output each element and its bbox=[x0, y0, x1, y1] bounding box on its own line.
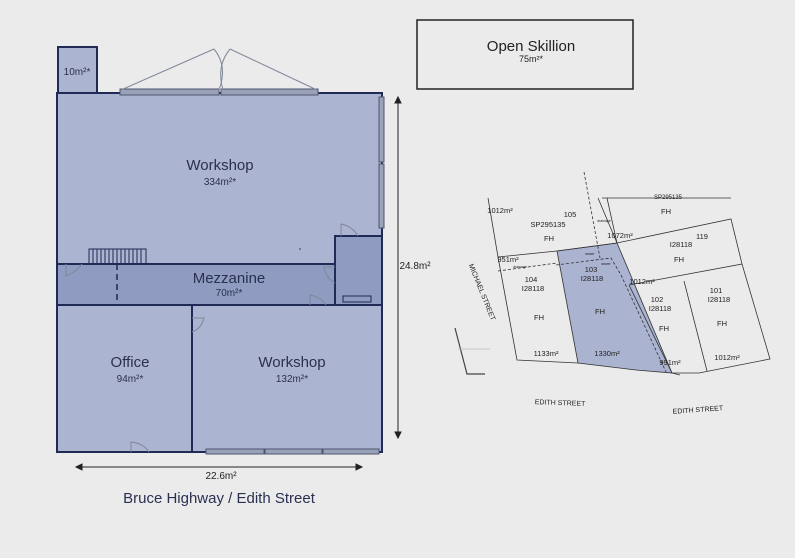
room-workshop-main bbox=[56, 92, 383, 265]
room-workshop-main-name: Workshop bbox=[186, 157, 253, 174]
lot-103-area: 1330m² bbox=[594, 349, 620, 358]
lot-105-tenure: FH bbox=[544, 234, 554, 243]
stairs bbox=[88, 248, 147, 265]
door-swings bbox=[65, 223, 359, 453]
skillion-area: 75m²* bbox=[519, 54, 544, 64]
lot-119-tenure: FH bbox=[674, 255, 684, 264]
lot-104-left-area: 951m² bbox=[497, 255, 519, 264]
lot-102-top-area: 1012m² bbox=[629, 277, 655, 286]
site-map bbox=[454, 171, 771, 376]
easement-label-1: drainage bbox=[513, 265, 527, 269]
lot-102-tenure: FH bbox=[659, 324, 669, 333]
lot-119-plan: I28118 bbox=[670, 240, 692, 249]
lot-101-number: 101 bbox=[710, 286, 723, 295]
top-right-tenure: FH bbox=[661, 207, 671, 216]
right-window-2 bbox=[378, 163, 385, 229]
room-mezzanine-area: 70m²* bbox=[216, 288, 243, 299]
room-office-area: 94m²* bbox=[117, 374, 144, 385]
room-workshop-rear-area: 132m²* bbox=[276, 374, 308, 385]
lot-103-plan: I28118 bbox=[581, 274, 603, 283]
easement-label-4: sewer bbox=[601, 262, 611, 266]
height-dimension-label: 24.8m² bbox=[399, 261, 431, 272]
room-workshop-rear bbox=[191, 304, 383, 453]
top-double-door bbox=[119, 48, 319, 96]
lot-102-number: 102 bbox=[651, 295, 664, 304]
lot-101-plan: I28118 bbox=[708, 295, 730, 304]
floor-plan: 10m²* Workshop 334m²* Mezzanine 70m²* bbox=[56, 46, 431, 507]
right-window-1 bbox=[378, 96, 385, 163]
room-office-name: Office bbox=[111, 354, 150, 371]
bottom-door-2 bbox=[264, 448, 323, 455]
room-workshop-main-area: 334m²* bbox=[204, 177, 236, 188]
bottom-door-3 bbox=[322, 448, 380, 455]
height-dimension bbox=[394, 95, 402, 440]
lot-105-plan: SP295135 bbox=[530, 220, 565, 229]
bottom-door-1 bbox=[205, 448, 265, 455]
skillion: Open Skillion 75m²* bbox=[416, 19, 634, 90]
easement-label-2: sewer bbox=[585, 252, 595, 256]
frontage-label: Bruce Highway / Edith Street bbox=[123, 490, 316, 507]
top-right-fragment: SP295135 bbox=[654, 195, 683, 201]
lot-119-number: 119 bbox=[696, 232, 708, 241]
street-edith-right: EDITH STREET bbox=[672, 405, 724, 416]
lot-102-plan: I28118 bbox=[649, 304, 671, 313]
lot-104-plan: I28118 bbox=[522, 284, 544, 293]
lot-102-area: 991m² bbox=[659, 358, 681, 367]
lot-119-area: 1072m² bbox=[607, 231, 633, 240]
skillion-name: Open Skillion bbox=[487, 38, 575, 55]
room-small-area: 10m²* bbox=[64, 67, 91, 78]
lot-104-tenure: FH bbox=[534, 313, 544, 322]
bench-icon bbox=[342, 295, 372, 303]
easement-label-3: drainage bbox=[597, 219, 611, 223]
room-workshop-rear-name: Workshop bbox=[258, 354, 325, 371]
street-edith-left: EDITH STREET bbox=[535, 399, 586, 408]
width-dimension bbox=[74, 463, 364, 471]
lot-104-area: 1133m² bbox=[534, 349, 559, 358]
room-mezzanine-name: Mezzanine bbox=[193, 270, 266, 287]
lot-103-tenure: FH bbox=[595, 307, 605, 316]
lot-103-number: 103 bbox=[585, 265, 598, 274]
lot-101-area: 1012m² bbox=[714, 353, 740, 362]
room-amenities bbox=[334, 235, 383, 306]
lot-104-number: 104 bbox=[525, 275, 538, 284]
lot-101-tenure: FH bbox=[717, 319, 727, 328]
lot-105-number: 105 bbox=[564, 210, 577, 219]
street-michael: MICHAEL STREET bbox=[467, 263, 496, 322]
width-dimension-label: 22.6m² bbox=[205, 471, 237, 482]
lot-105-area: 1012m² bbox=[487, 206, 513, 215]
